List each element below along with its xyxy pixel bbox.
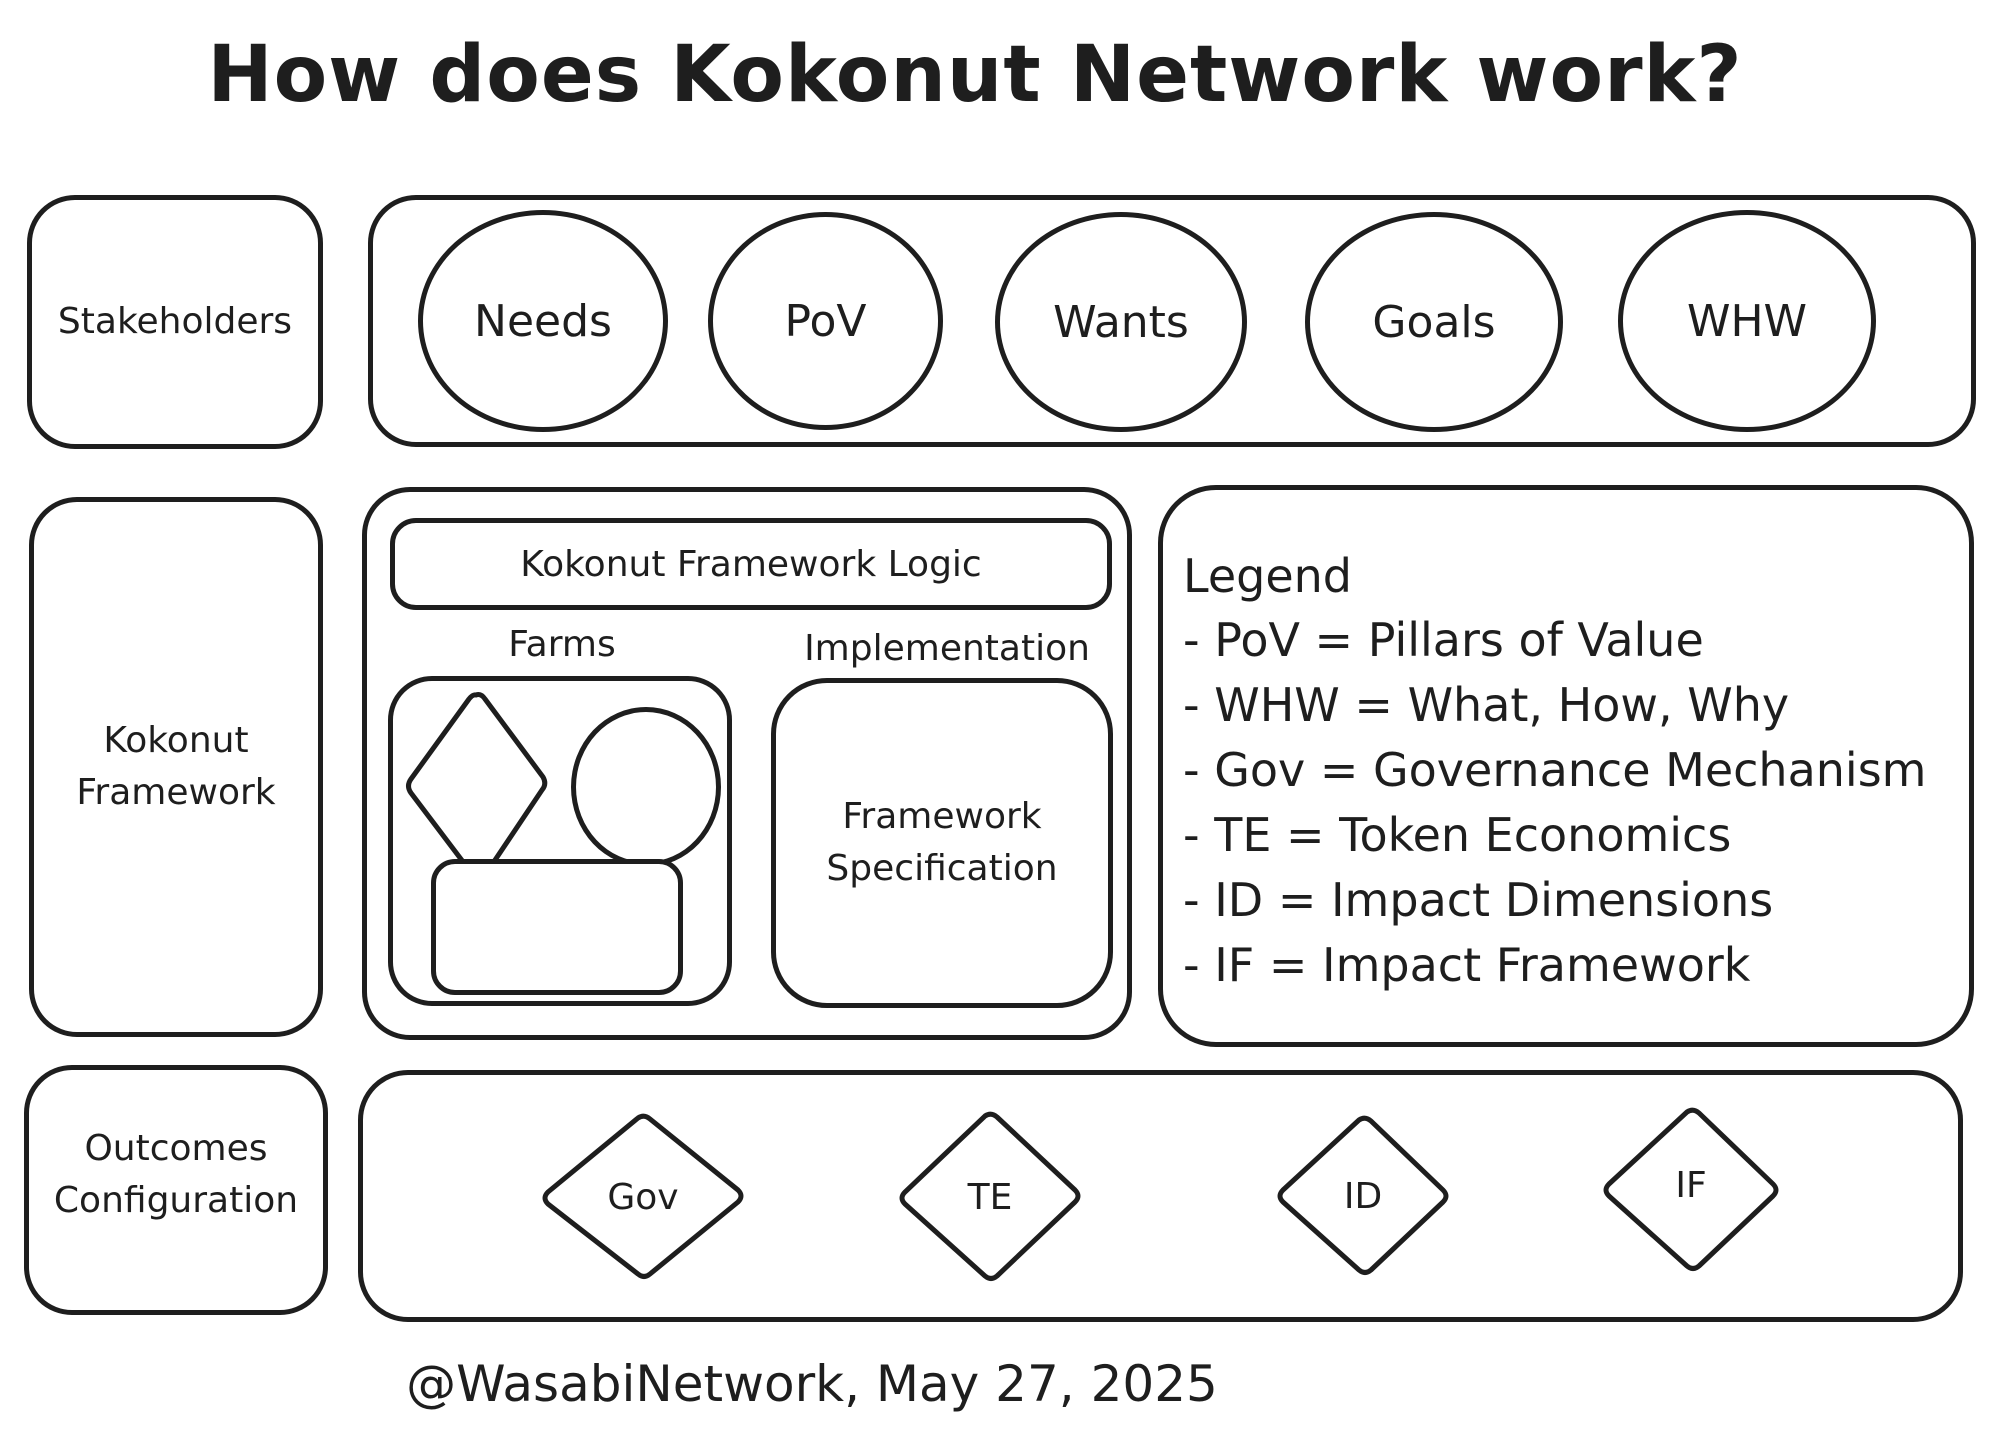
stakeholder-circle-goals: Goals: [1305, 212, 1563, 432]
spec-label-line2: Specification: [826, 848, 1058, 889]
outcomes-label-box: Outcomes Configuration: [24, 1065, 328, 1315]
legend-item: - WHW = What, How, Why: [1183, 678, 1790, 732]
implementation-label: Implementation: [804, 628, 1090, 669]
farm-circle-shape: [571, 707, 721, 867]
outcome-diamond-gov: Gov: [538, 1112, 748, 1282]
diamond-label: IF: [1675, 1164, 1707, 1206]
outcomes-container: Gov TE ID IF: [358, 1070, 1963, 1322]
farms-label: Farms: [508, 624, 616, 665]
framework-label-line1: Kokonut: [103, 719, 249, 761]
diamond-shape: [1603, 1107, 1779, 1271]
circle-label: PoV: [784, 295, 867, 347]
stakeholders-label-box: Stakeholders: [27, 195, 323, 449]
diamond-shape: [899, 1111, 1081, 1281]
framework-label-box: Kokonut Framework: [29, 497, 323, 1037]
legend-item: - TE = Token Economics: [1183, 808, 1732, 862]
outcome-diamond-te: TE: [895, 1110, 1085, 1285]
stakeholder-circle-whw: WHW: [1618, 210, 1876, 432]
diamond-label: TE: [967, 1177, 1013, 1218]
framework-container: Kokonut Framework Logic Farms Implementa…: [362, 487, 1132, 1040]
legend-item: - Gov = Governance Mechanism: [1183, 743, 1927, 797]
framework-logic-bar: Kokonut Framework Logic: [390, 518, 1112, 610]
circle-label: WHW: [1686, 295, 1808, 347]
diamond-label: ID: [1343, 1176, 1383, 1217]
legend-box: Legend - PoV = Pillars of Value - WHW = …: [1158, 485, 1974, 1047]
stakeholder-circle-needs: Needs: [418, 210, 668, 432]
framework-specification-box: Framework Specification: [771, 678, 1113, 1008]
diamond-label: Gov: [607, 1176, 679, 1218]
stakeholder-circle-pov: PoV: [708, 212, 943, 430]
framework-label-line2: Framework: [76, 772, 276, 813]
outcomes-label-line2: Configuration: [53, 1180, 299, 1221]
stakeholders-label: Stakeholders: [57, 300, 293, 342]
diagram-title: How does Kokonut Network work?: [207, 30, 1743, 120]
farms-box: [388, 676, 732, 1006]
stakeholder-circle-wants: Wants: [995, 212, 1247, 432]
circle-label: Needs: [474, 295, 612, 347]
legend-title: Legend: [1183, 549, 1352, 603]
diamond-shape: [1277, 1115, 1449, 1275]
stakeholders-container: Needs PoV Wants Goals WHW: [368, 195, 1976, 447]
legend-item: - ID = Impact Dimensions: [1183, 873, 1774, 927]
spec-label-line1: Framework: [842, 795, 1042, 837]
circle-label: Goals: [1372, 296, 1496, 348]
circle-label: Wants: [1053, 296, 1189, 348]
legend-item: - PoV = Pillars of Value: [1183, 613, 1704, 667]
footer-credit: @WasabiNetwork, May 27, 2025: [406, 1355, 1218, 1413]
framework-logic-label: Kokonut Framework Logic: [520, 543, 982, 585]
farm-rectangle-shape: [431, 859, 683, 995]
outcome-diamond-id: ID: [1273, 1114, 1453, 1279]
outcome-diamond-if: IF: [1599, 1106, 1783, 1276]
legend-item: - IF = Impact Framework: [1183, 938, 1751, 992]
outcomes-label-line1: Outcomes: [84, 1127, 268, 1169]
diamond-shape: [542, 1113, 744, 1279]
